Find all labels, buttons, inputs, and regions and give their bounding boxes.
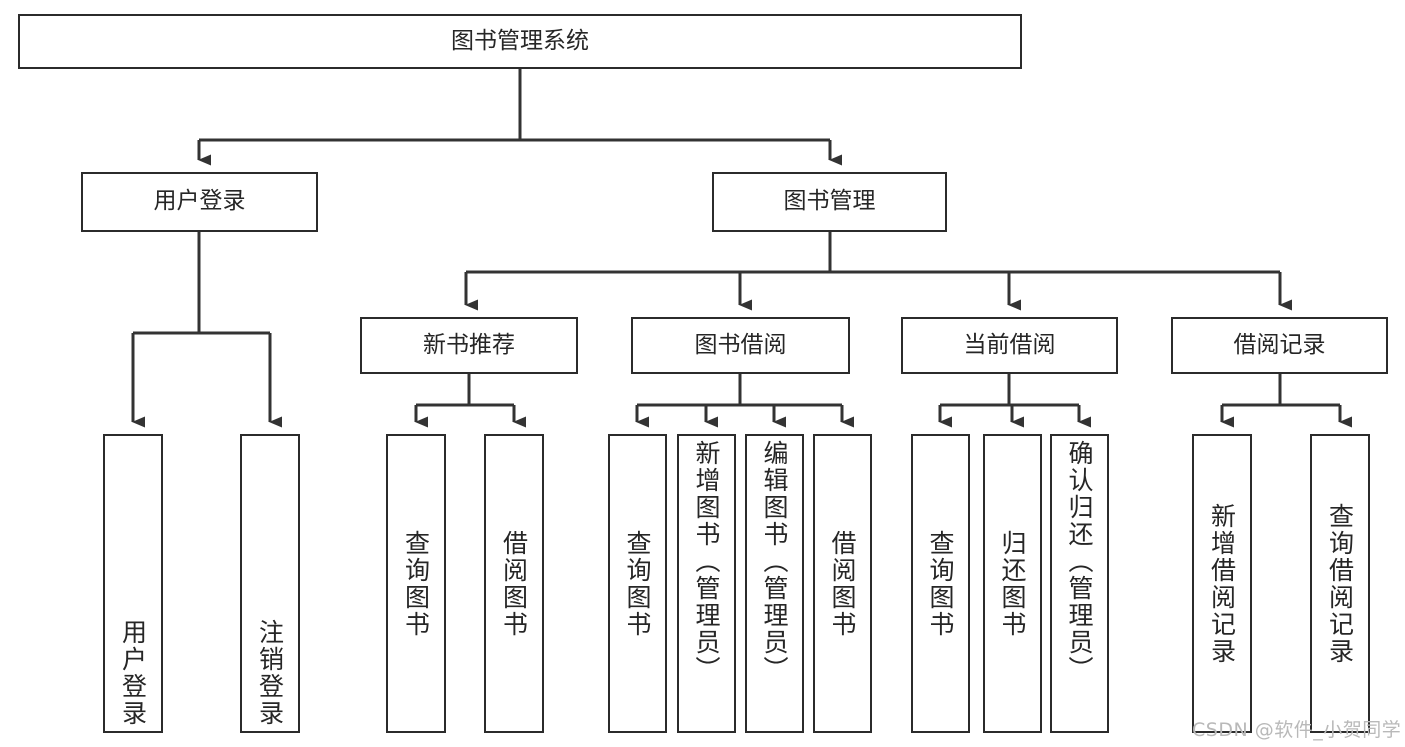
node-root-system[interactable]: 图书管理系统 — [18, 14, 1022, 69]
node-label: 新增借阅记录 — [1207, 502, 1237, 665]
node-label: 图书管理系统 — [451, 27, 589, 54]
node-label: 查询图书 — [623, 529, 652, 638]
node-label: 新增图书（管理员） — [692, 440, 721, 683]
node-label: 编辑图书（管理员） — [760, 440, 789, 683]
node-label: 用户登录 — [153, 188, 246, 215]
node-borrow-records[interactable]: 借阅记录 — [1171, 317, 1388, 374]
leaf-borrow-book-recommend[interactable]: 借阅图书 — [484, 434, 544, 733]
leaf-query-book-borrow[interactable]: 查询图书 — [608, 434, 667, 733]
node-label: 图书借阅 — [694, 331, 787, 358]
node-label: 新书推荐 — [423, 331, 515, 358]
node-label: 注销登录 — [255, 619, 285, 727]
node-label: 借阅图书 — [499, 529, 529, 638]
node-label: 借阅记录 — [1233, 331, 1326, 358]
node-label: 查询图书 — [401, 529, 431, 638]
leaf-return-book[interactable]: 归还图书 — [983, 434, 1042, 733]
leaf-query-book-recommend[interactable]: 查询图书 — [386, 434, 446, 733]
node-label: 确认归还（管理员） — [1065, 440, 1094, 683]
leaf-logout[interactable]: 注销登录 — [240, 434, 300, 733]
leaf-query-book-current[interactable]: 查询图书 — [911, 434, 970, 733]
leaf-add-book-admin[interactable]: 新增图书（管理员） — [677, 434, 736, 733]
node-label: 用户登录 — [118, 619, 148, 727]
node-current-borrow[interactable]: 当前借阅 — [901, 317, 1118, 374]
node-book-management[interactable]: 图书管理 — [712, 172, 947, 232]
leaf-confirm-return-admin[interactable]: 确认归还（管理员） — [1050, 434, 1109, 733]
leaf-user-login[interactable]: 用户登录 — [103, 434, 163, 733]
node-label: 借阅图书 — [828, 529, 857, 638]
node-label: 图书管理 — [783, 188, 876, 215]
node-label: 查询图书 — [926, 529, 955, 638]
node-book-borrow[interactable]: 图书借阅 — [631, 317, 850, 374]
node-new-book-recommend[interactable]: 新书推荐 — [360, 317, 578, 374]
node-label: 归还图书 — [998, 529, 1027, 638]
node-user-login[interactable]: 用户登录 — [81, 172, 318, 232]
node-label: 查询借阅记录 — [1325, 502, 1355, 665]
leaf-add-borrow-record[interactable]: 新增借阅记录 — [1192, 434, 1252, 733]
leaf-borrow-book[interactable]: 借阅图书 — [813, 434, 872, 733]
leaf-query-borrow-record[interactable]: 查询借阅记录 — [1310, 434, 1370, 733]
node-label: 当前借阅 — [963, 331, 1056, 358]
leaf-edit-book-admin[interactable]: 编辑图书（管理员） — [745, 434, 804, 733]
